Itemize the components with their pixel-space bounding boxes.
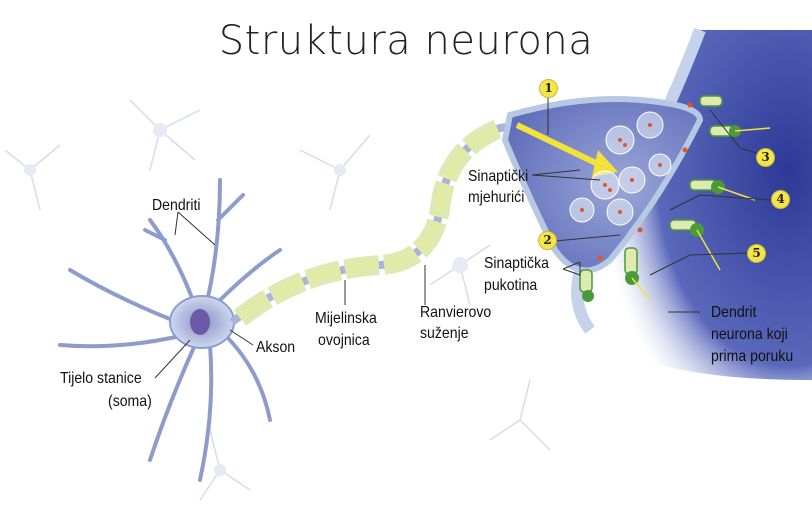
receiving-dendrite [577, 30, 812, 380]
label-receiver-line3: prima poruku [711, 348, 794, 365]
label-ranvier-line2: suženje [420, 325, 469, 342]
label-receiver-line2: neurona koji [711, 326, 788, 343]
label-dendrites: Dendriti [152, 197, 201, 214]
signal-arrow [515, 122, 602, 168]
nucleus-icon [190, 309, 210, 335]
marker-3: 3 [756, 148, 775, 167]
label-soma-line1: Tijelo stanice [60, 370, 142, 387]
label-myelin-line1: Mijelinska [315, 310, 377, 327]
label-cleft-line1: Sinaptička [484, 255, 549, 272]
label-receiver-line1: Dendrit [711, 304, 757, 321]
receptors [579, 95, 735, 293]
marker-5: 5 [747, 244, 766, 263]
dendrites [58, 178, 282, 482]
label-cleft-line2: pukotina [484, 277, 538, 294]
label-vesicles-line2: mjehurići [468, 189, 525, 206]
label-axon: Akson [256, 339, 296, 356]
label-ranvier-line1: Ranvierovo [420, 304, 492, 321]
marker-1: 1 [539, 79, 558, 98]
marker-4: 4 [771, 190, 790, 209]
label-myelin-line2: ovojnica [318, 332, 370, 349]
myelin-sheath [233, 118, 504, 326]
leader-lines [154, 88, 771, 379]
label-vesicles-line1: Sinaptički [468, 168, 529, 185]
page-title: Struktura neurona [218, 18, 594, 64]
marker-2: 2 [538, 231, 557, 250]
label-soma-line2: (soma) [108, 393, 152, 410]
